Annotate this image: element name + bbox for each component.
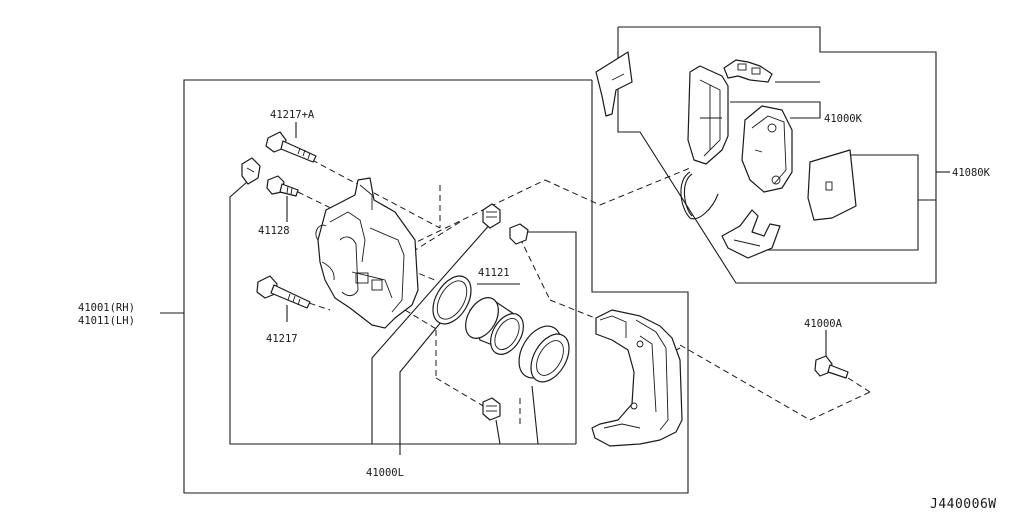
caliper-body-icon — [315, 177, 419, 329]
label-41001-rh: 41001(RH) — [78, 302, 135, 314]
piston-boot-icon — [518, 325, 570, 383]
caliper-assembly-frame — [183, 79, 689, 494]
leader-41000k — [730, 101, 821, 119]
bolt-41000a-icon — [814, 355, 849, 379]
pad-shim-icon — [595, 51, 633, 117]
brake-pad-inner-icon — [687, 65, 729, 165]
label-41121: 41121 — [478, 267, 510, 279]
label-41000a: 41000A — [804, 318, 843, 330]
bolt-41217a-icon — [265, 131, 317, 163]
outer-shim-icon — [807, 149, 857, 221]
piston-icon — [465, 297, 524, 355]
bleeder-screw-41128-icon — [266, 175, 299, 197]
bleeder-cap-icon — [241, 157, 261, 185]
label-41128: 41128 — [258, 225, 290, 237]
label-41000l: 41000L — [366, 467, 404, 479]
piston-seal-icon — [432, 275, 472, 325]
pad-clip-top-icon — [723, 59, 773, 83]
leader-41000l — [371, 221, 577, 455]
diagram-code: J440006W — [930, 497, 997, 512]
leader-41001 — [160, 181, 576, 445]
pad-clip-bottom-icon — [721, 209, 781, 259]
label-41217: 41217 — [266, 333, 298, 345]
brake-pad-outer-icon — [741, 105, 793, 193]
sleeve-top-icon — [509, 223, 529, 245]
pad-kit-frame — [617, 26, 937, 284]
label-41217a: 41217+A — [270, 109, 315, 121]
label-41000k: 41000K — [824, 113, 863, 125]
torque-member-icon — [591, 309, 683, 447]
wear-indicator-icon — [680, 171, 719, 220]
leader-41080k — [745, 81, 950, 251]
dust-boot-top-icon — [482, 203, 501, 229]
bolt-41217-icon — [256, 275, 311, 309]
dust-boot-bottom-icon — [482, 397, 501, 421]
label-41011-lh: 41011(LH) — [78, 315, 135, 327]
label-41080k: 41080K — [952, 167, 991, 179]
